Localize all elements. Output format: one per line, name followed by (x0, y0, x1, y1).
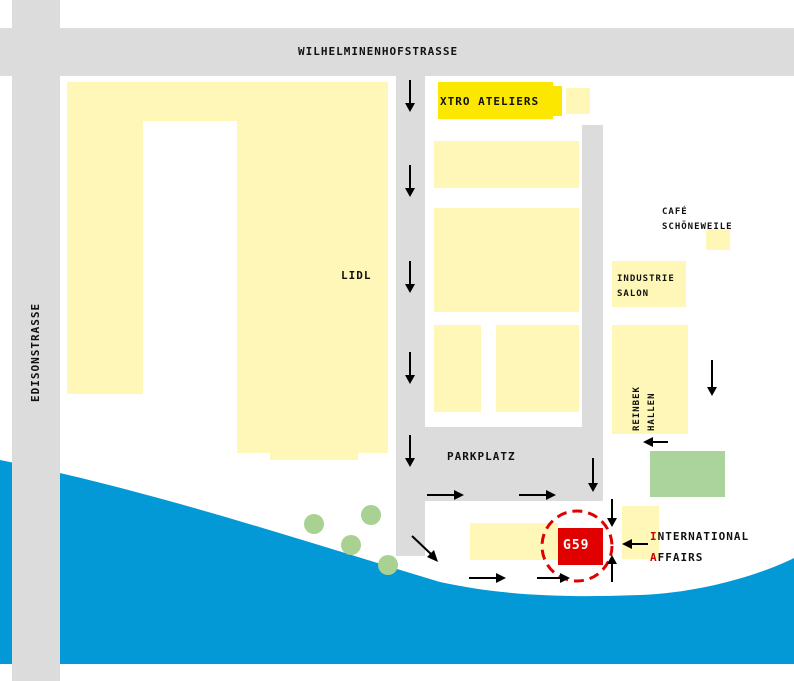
building-lidl (67, 82, 388, 460)
river (0, 460, 794, 664)
building-b3 (434, 325, 481, 412)
label-cafe-line1: CAFÉ (662, 207, 688, 217)
label-reinbek-line2: HALLEN (647, 392, 657, 431)
building-industrie-salon (612, 261, 686, 307)
arrow-head (643, 437, 653, 447)
label-cafe: CAFÉ SCHÖNEWEILE (662, 205, 733, 235)
building-b2 (434, 208, 579, 312)
road-parking-area (396, 427, 582, 501)
building-b1 (434, 141, 579, 188)
building-small-north (566, 88, 590, 114)
arrow-head (405, 458, 415, 467)
label-lidl: LIDL (341, 269, 372, 282)
building-xtro-annex (515, 86, 562, 116)
road-east-lane (582, 125, 603, 501)
building-reinbek-hallen (612, 325, 688, 434)
arrow-head (405, 188, 415, 197)
street-label-edisonstrasse: EDISONSTRASSE (29, 302, 42, 402)
arrow-diagonal (411, 535, 433, 556)
label-xtro-ateliers: XTRO ATELIERS (440, 95, 540, 108)
label-parkplatz: PARKPLATZ (447, 450, 516, 463)
tree (378, 555, 398, 575)
building-b4 (496, 325, 579, 412)
arrow-head (622, 539, 632, 549)
label-international-affairs: INTERNATIONAL AFFAIRS (650, 526, 749, 568)
venue-g59 (558, 528, 603, 565)
arrow-head (607, 555, 617, 564)
label-destination-line2-rest: FFAIRS (657, 551, 704, 564)
street-label-wilhelminenhofstrasse: WILHELMINENHOFSTRASSE (298, 45, 459, 58)
arrow-head (560, 573, 570, 583)
arrow-head (588, 483, 598, 492)
tree (304, 514, 324, 534)
initial-i: I (650, 530, 658, 543)
building-cafe (706, 229, 730, 250)
venue-dashed-ring (540, 509, 614, 583)
label-destination-line1-rest: NTERNATIONAL (657, 530, 750, 543)
arrow-head (405, 103, 415, 112)
initial-a: A (650, 551, 658, 564)
arrow-head (405, 284, 415, 293)
tree (341, 535, 361, 555)
building-venue-east (622, 506, 659, 559)
label-cafe-line2: SCHÖNEWEILE (662, 222, 733, 232)
label-industrie-line1: INDUSTRIE (617, 274, 675, 284)
label-destination-line1: INTERNATIONAL (650, 526, 749, 547)
arrow-head (546, 490, 556, 500)
arrow-head (496, 573, 506, 583)
label-venue-g59: G59 (563, 538, 590, 553)
label-reinbek-hallen: REINBEK HALLEN (630, 386, 660, 431)
arrow-head (607, 518, 617, 527)
building-venue-west (470, 523, 558, 560)
arrow-head (427, 550, 438, 562)
label-reinbek-line1: REINBEK (632, 386, 642, 431)
arrow-head (405, 375, 415, 384)
arrow-head (707, 387, 717, 396)
label-industrie-salon: INDUSTRIE SALON (617, 272, 675, 302)
tree (361, 505, 381, 525)
road-edisonstrasse (12, 0, 60, 681)
arrow-head (454, 490, 464, 500)
label-destination-line2: AFFAIRS (650, 547, 749, 568)
green-area (650, 451, 725, 497)
label-industrie-line2: SALON (617, 289, 650, 299)
direction-arrows (405, 80, 717, 583)
road-wilhelminenhofstrasse (0, 28, 794, 76)
